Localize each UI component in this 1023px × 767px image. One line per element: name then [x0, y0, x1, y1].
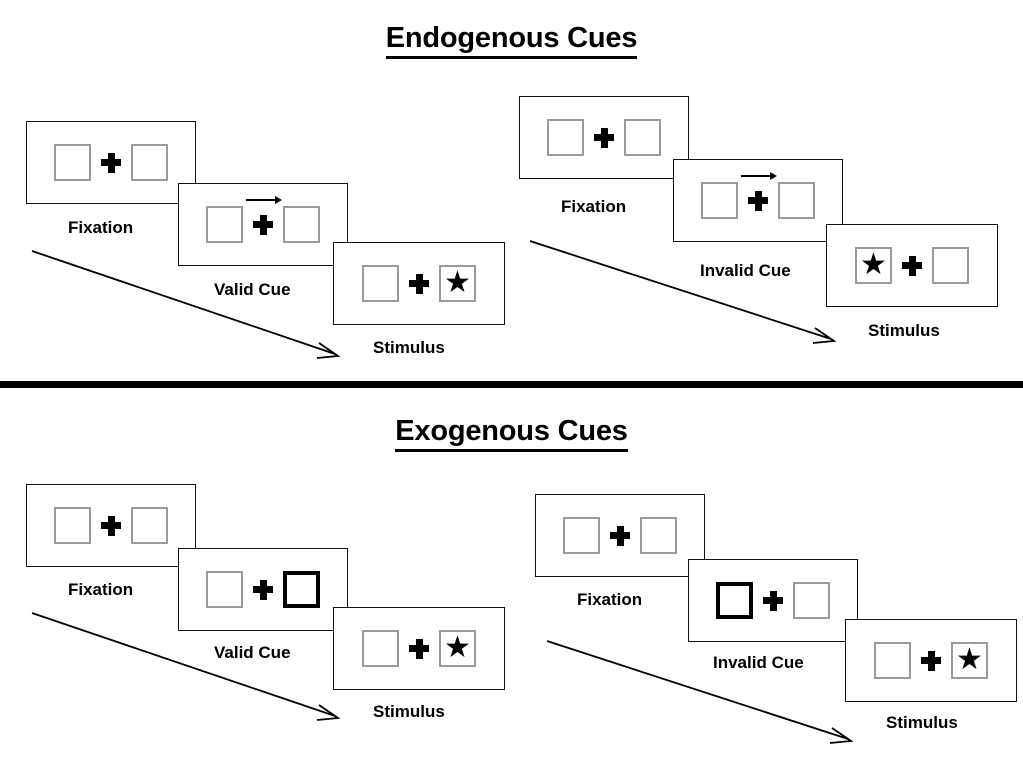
fixation-cross-icon [600, 517, 640, 554]
placeholder-box-right [793, 582, 830, 619]
panel-exogenous-invalid-fixation [535, 494, 705, 577]
fixation-cross-icon [399, 265, 439, 302]
placeholder-box-right [131, 144, 168, 181]
placeholder-box-right [932, 247, 969, 284]
label-exogenous-valid-fixation: Fixation [68, 580, 134, 599]
star-stimulus-icon: ★ [444, 630, 471, 664]
fixation-cross-icon [91, 144, 131, 181]
section-title-exogenous: Exogenous Cues [0, 415, 1023, 452]
fixation-cross-icon [892, 247, 932, 284]
placeholder-box-left [54, 144, 91, 181]
fixation-cross-icon [911, 642, 951, 679]
placeholder-box-left [563, 517, 600, 554]
time-arrow-endogenous-invalid [528, 238, 848, 350]
fixation-cross-icon [753, 582, 793, 619]
cued-box-left [716, 582, 753, 619]
fixation-cross-icon [399, 630, 439, 667]
label-endogenous-invalid-fixation: Fixation [561, 197, 627, 216]
panel-exogenous-valid-stimulus: ★ [333, 607, 505, 690]
fixation-cross-icon [243, 571, 283, 608]
label-exogenous-valid-cue: Valid Cue [214, 643, 291, 662]
placeholder-box-left [362, 265, 399, 302]
label-endogenous-invalid-stimulus: Stimulus [868, 321, 940, 340]
placeholder-box-right [131, 507, 168, 544]
section-title-exogenous-text: Exogenous Cues [395, 415, 628, 452]
placeholder-box-left [54, 507, 91, 544]
placeholder-box-left [206, 571, 243, 608]
placeholder-box-right-with-stimulus: ★ [439, 630, 476, 667]
panel-exogenous-invalid-cue [688, 559, 858, 642]
star-stimulus-icon: ★ [956, 642, 983, 676]
panel-endogenous-valid-stimulus: ★ [333, 242, 505, 325]
time-arrow-endogenous-valid [30, 248, 350, 366]
placeholder-box-right [778, 182, 815, 219]
panel-endogenous-invalid-stimulus: ★ [826, 224, 998, 307]
placeholder-box-left [547, 119, 584, 156]
label-endogenous-valid-fixation: Fixation [68, 218, 134, 237]
panel-endogenous-valid-cue [178, 183, 348, 266]
fixation-cross-icon [91, 507, 131, 544]
label-exogenous-valid-stimulus: Stimulus [373, 702, 445, 721]
placeholder-box-right [283, 206, 320, 243]
label-endogenous-valid-cue: Valid Cue [214, 280, 291, 299]
time-arrow-exogenous-valid [30, 610, 350, 728]
label-endogenous-valid-stimulus: Stimulus [373, 338, 445, 357]
section-divider [0, 381, 1023, 388]
panel-exogenous-invalid-stimulus: ★ [845, 619, 1017, 702]
cued-box-right [283, 571, 320, 608]
fixation-cross-icon [584, 119, 624, 156]
placeholder-box-right-with-stimulus: ★ [439, 265, 476, 302]
placeholder-box-left [362, 630, 399, 667]
panel-endogenous-valid-fixation [26, 121, 196, 204]
time-arrow-exogenous-invalid [545, 638, 865, 750]
panel-endogenous-invalid-cue [673, 159, 843, 242]
panel-endogenous-invalid-fixation [519, 96, 689, 179]
placeholder-box-right [640, 517, 677, 554]
fixation-cross-icon [243, 196, 283, 243]
arrow-cue-icon [245, 193, 283, 205]
star-stimulus-icon: ★ [860, 247, 887, 281]
arrow-cue-icon [740, 169, 778, 181]
section-title-endogenous-text: Endogenous Cues [385, 22, 637, 59]
placeholder-box-right-with-stimulus: ★ [951, 642, 988, 679]
label-exogenous-invalid-cue: Invalid Cue [713, 653, 804, 672]
placeholder-box-right [624, 119, 661, 156]
placeholder-box-left [874, 642, 911, 679]
panel-exogenous-valid-fixation [26, 484, 196, 567]
placeholder-box-left [206, 206, 243, 243]
panel-exogenous-valid-cue [178, 548, 348, 631]
fixation-cross-icon [738, 172, 778, 219]
placeholder-box-left [701, 182, 738, 219]
label-exogenous-invalid-stimulus: Stimulus [886, 713, 958, 732]
placeholder-box-left-with-stimulus: ★ [855, 247, 892, 284]
star-stimulus-icon: ★ [444, 265, 471, 299]
section-title-endogenous: Endogenous Cues [0, 22, 1023, 59]
label-endogenous-invalid-cue: Invalid Cue [700, 261, 791, 280]
label-exogenous-invalid-fixation: Fixation [577, 590, 643, 609]
